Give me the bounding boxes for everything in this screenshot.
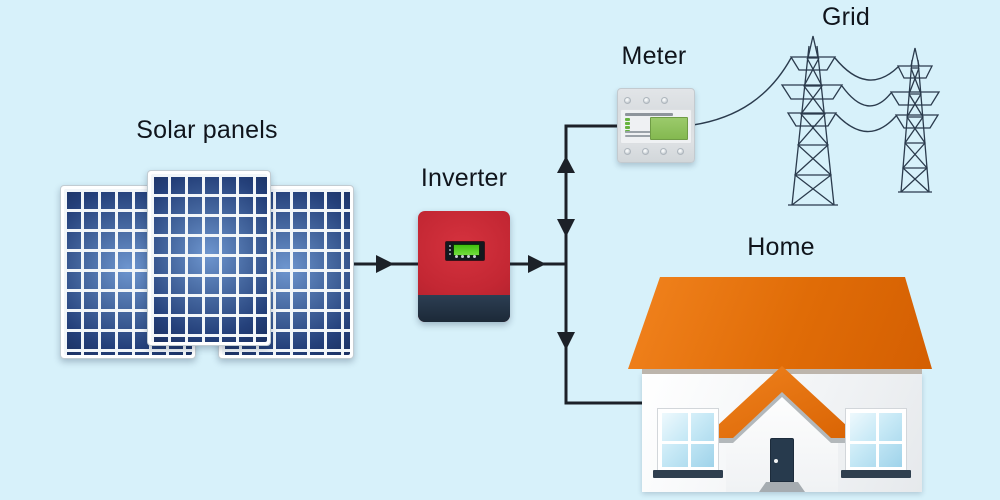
arrowhead-down-icon <box>557 219 575 237</box>
label-meter: Meter <box>621 42 687 70</box>
power-wires <box>692 57 899 133</box>
inverter-base <box>418 295 510 322</box>
arrowhead-to-junction-icon <box>528 255 546 273</box>
gable-roof <box>704 366 860 438</box>
display-button <box>455 255 458 258</box>
display-dot <box>449 249 451 251</box>
window-muntin <box>688 413 691 467</box>
label-inverter: Inverter <box>420 164 508 192</box>
door-knob <box>774 459 778 463</box>
arrowhead-to-inverter-icon <box>376 255 394 273</box>
meter-text-line <box>625 135 653 137</box>
display-dot <box>449 245 451 247</box>
screw-icon <box>643 97 650 104</box>
wire-span-middle <box>841 85 892 107</box>
window-left-icon <box>657 408 719 472</box>
label-grid: Grid <box>821 3 871 31</box>
screw-icon <box>624 97 631 104</box>
label-home: Home <box>747 233 815 261</box>
transmission-towers-icon <box>692 35 941 206</box>
screw-icon <box>661 97 668 104</box>
flow-arrowheads <box>376 156 575 350</box>
inverter-display <box>445 241 485 261</box>
pylon-right-icon <box>889 47 941 193</box>
arrowhead-up-to-meter-icon <box>557 156 575 173</box>
solar-cells <box>151 174 267 342</box>
arrowhead-down-to-home-icon <box>557 332 575 350</box>
window-right-icon <box>845 408 907 472</box>
window-glass <box>662 413 714 467</box>
flow-line-bus <box>564 124 642 405</box>
window-glass <box>850 413 902 467</box>
screw-icon <box>624 148 631 155</box>
house-roof <box>628 277 932 369</box>
display-button <box>467 255 470 258</box>
meter-led <box>625 118 630 121</box>
screw-icon <box>677 148 684 155</box>
porch-gable-icon <box>704 366 860 443</box>
screw-icon <box>642 148 649 155</box>
solar-panel-middle-icon <box>147 170 271 346</box>
wire-span-bottom <box>835 113 897 133</box>
window-sill <box>653 470 723 478</box>
display-button <box>461 255 464 258</box>
wire-span-top <box>834 57 899 81</box>
window-sill <box>841 470 911 478</box>
wire-meter-to-grid <box>692 57 792 126</box>
inverter-screen <box>453 244 480 256</box>
meter-led <box>625 126 630 129</box>
meter-label-bar <box>625 113 673 116</box>
pylon-left-icon <box>780 35 844 206</box>
meter-text-line <box>625 131 653 133</box>
front-door-icon <box>770 438 794 482</box>
meter-panel <box>620 109 692 144</box>
meter-lcd-screen <box>650 117 688 140</box>
inverter-icon <box>418 211 510 322</box>
door-step <box>759 482 805 492</box>
window-muntin <box>876 413 879 467</box>
display-dot <box>449 253 451 255</box>
display-button <box>473 255 476 258</box>
label-solar-panels: Solar panels <box>136 116 278 144</box>
electric-meter-icon <box>617 88 695 163</box>
meter-led <box>625 122 630 125</box>
screw-icon <box>660 148 667 155</box>
